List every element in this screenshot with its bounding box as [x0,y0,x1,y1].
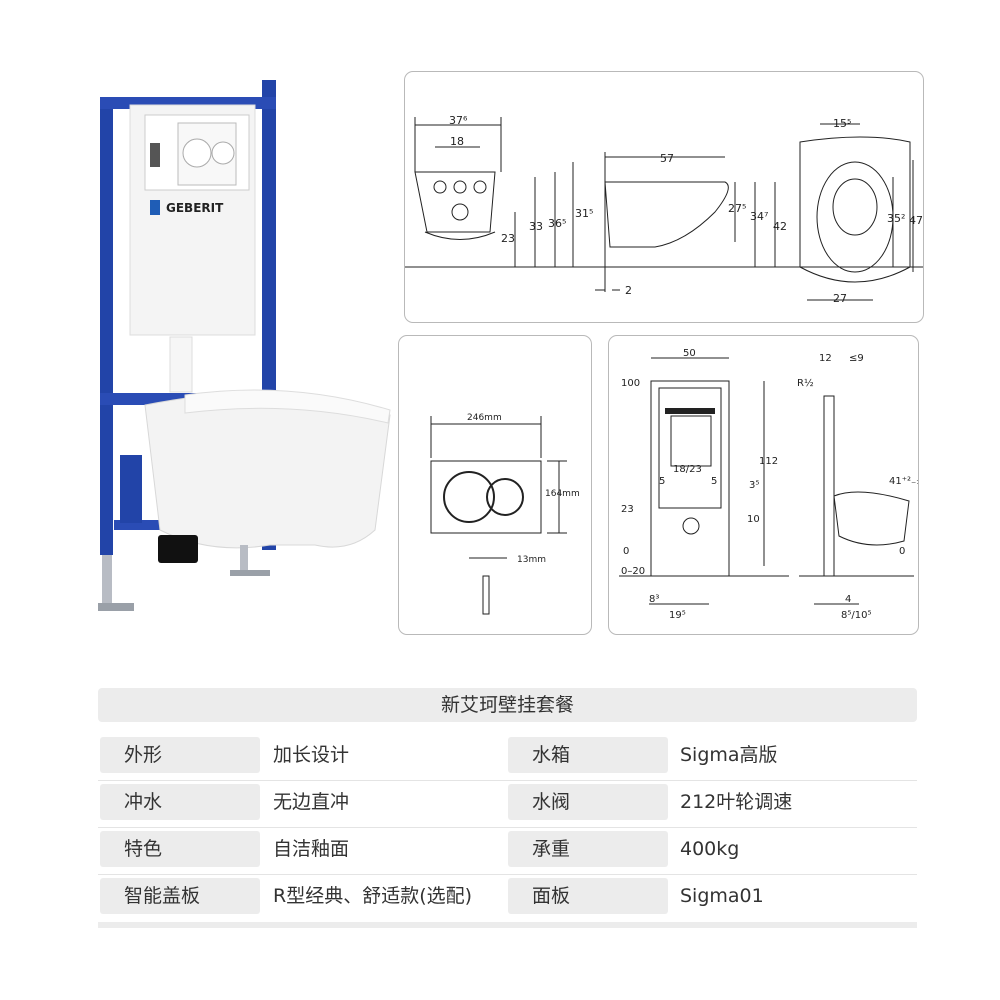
spec-label: 承重 [508,831,668,867]
svg-text:112: 112 [759,456,778,467]
toilet-dimensions-panel: 37⁶ 18 23 31⁵ 33 36⁵ 57 27⁵ 34⁷ 42 2 15⁵… [404,71,924,323]
svg-text:5: 5 [659,476,665,487]
spec-label: 智能盖板 [100,878,260,914]
svg-text:2: 2 [625,284,632,297]
spec-value: 400kg [680,838,740,860]
svg-text:4: 4 [845,594,851,605]
svg-text:37⁶: 37⁶ [449,114,468,127]
svg-text:23: 23 [621,504,634,515]
spec-title: 新艾珂壁挂套餐 [98,688,917,722]
svg-text:0: 0 [623,546,629,557]
svg-text:27⁵: 27⁵ [728,202,746,215]
spec-value: R型经典、舒适款(选配) [273,885,473,907]
svg-text:57: 57 [660,152,674,165]
svg-text:23: 23 [501,232,515,245]
spec-label: 冲水 [100,784,260,820]
svg-text:18/23: 18/23 [673,464,702,475]
spec-label: 水箱 [508,737,668,773]
table-row: 冲水 无边直冲 水阀 212叶轮调速 [98,784,917,828]
spec-value: 加长设计 [273,744,350,766]
spec-value: Sigma01 [680,885,764,907]
svg-text:35²: 35² [887,212,905,225]
svg-text:R½: R½ [797,377,814,389]
svg-text:19⁵: 19⁵ [669,610,686,621]
svg-text:12: 12 [819,353,832,364]
svg-text:41⁺²₋₁: 41⁺²₋₁ [889,476,918,487]
svg-text:42: 42 [773,220,787,233]
svg-text:34⁷: 34⁷ [750,210,768,223]
svg-text:8⁵/10⁵: 8⁵/10⁵ [841,610,871,621]
toilet-frame-illustration: GEBERIT [98,80,391,611]
svg-text:36⁵: 36⁵ [548,217,566,230]
spec-value: 自洁釉面 [273,838,350,860]
spec-label: 外形 [100,737,260,773]
product-photo: GEBERIT [90,75,400,620]
spec-value: Sigma高版 [680,744,778,766]
svg-text:10: 10 [747,514,760,525]
brand-logo: GEBERIT [166,201,224,215]
table-row: 智能盖板 R型经典、舒适款(选配) 面板 Sigma01 [98,878,917,918]
svg-text:0: 0 [899,546,905,557]
frame-dimensions-drawing: 50 100 112 18/23 5 5 3⁵ 23 10 0 0–20 8³ … [619,348,918,621]
svg-text:164mm: 164mm [545,489,580,499]
svg-text:3⁵: 3⁵ [749,480,759,491]
table-row: 外形 加长设计 水箱 Sigma高版 [98,737,917,781]
spec-value: 无边直冲 [273,791,350,813]
spec-label: 特色 [100,831,260,867]
table-bottom-bar [98,922,917,928]
svg-text:5: 5 [711,476,717,487]
table-row: 特色 自洁釉面 承重 400kg [98,831,917,875]
svg-text:8³: 8³ [649,594,659,605]
toilet-dimensions-drawing: 37⁶ 18 23 31⁵ 33 36⁵ 57 27⁵ 34⁷ 42 2 15⁵… [405,114,923,305]
svg-text:0–20: 0–20 [621,566,645,577]
svg-text:18: 18 [450,135,464,148]
row-divider [98,874,917,875]
row-divider [98,780,917,781]
svg-text:50: 50 [683,348,696,359]
frame-dimensions-panel: 50 100 112 18/23 5 5 3⁵ 23 10 0 0–20 8³ … [608,335,919,635]
svg-text:33: 33 [529,220,543,233]
flush-plate-panel: 246mm 164mm 13mm [398,335,592,635]
flush-plate-drawing: 246mm 164mm 13mm [430,413,580,615]
svg-text:≤9: ≤9 [849,353,864,364]
svg-text:31⁵: 31⁵ [575,207,593,220]
spec-value: 212叶轮调速 [680,791,793,813]
svg-text:246mm: 246mm [467,413,502,423]
svg-text:47: 47 [909,214,923,227]
svg-text:27: 27 [833,292,847,305]
svg-text:15⁵: 15⁵ [833,117,851,130]
spec-label: 面板 [508,878,668,914]
row-divider [98,827,917,828]
svg-text:100: 100 [621,378,640,389]
spec-label: 水阀 [508,784,668,820]
svg-text:13mm: 13mm [517,555,546,565]
